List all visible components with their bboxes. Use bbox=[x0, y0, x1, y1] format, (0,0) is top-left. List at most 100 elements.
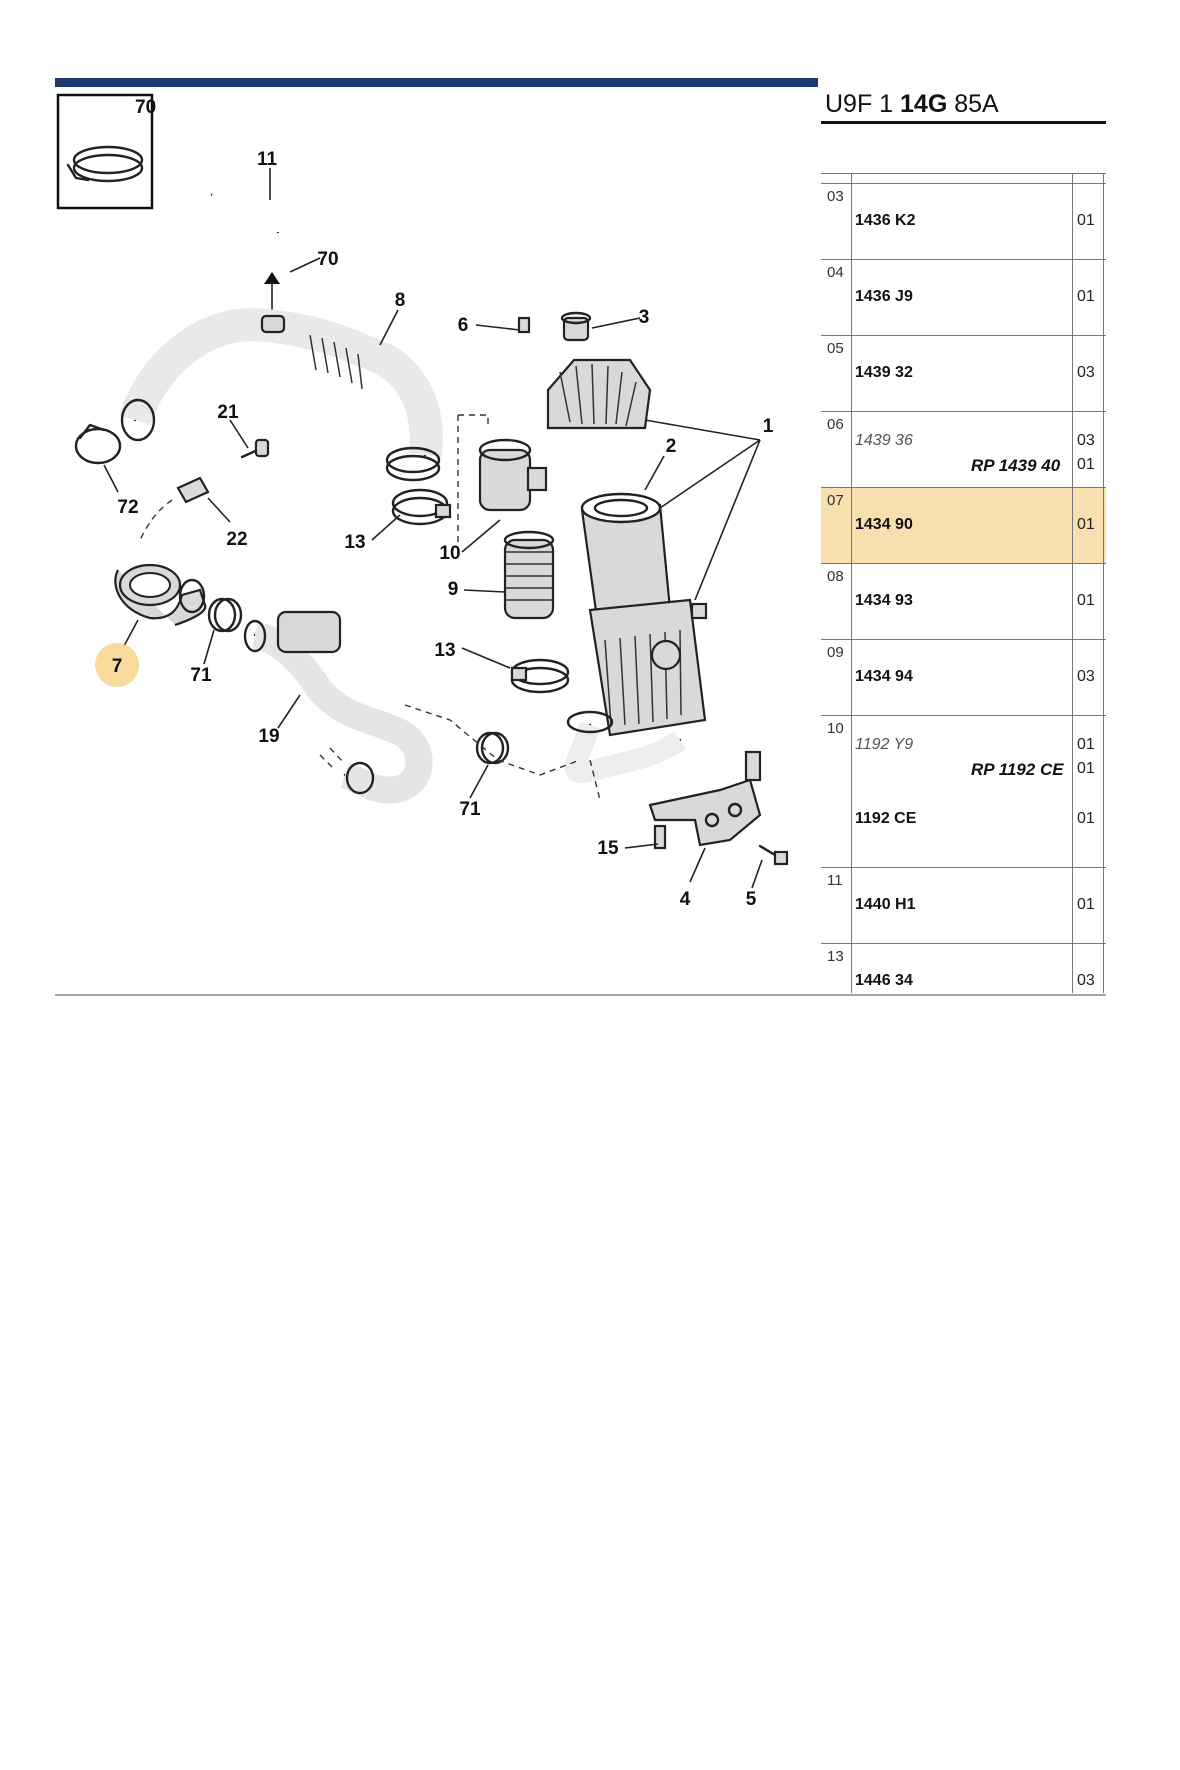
column-divider bbox=[851, 173, 852, 993]
callout-labels: 70 11 70 8 6 3 1 2 21 72 22 13 10 9 7 71… bbox=[112, 97, 774, 910]
arrow-70 bbox=[264, 272, 280, 284]
part-ref: 1436 K2 bbox=[855, 212, 916, 229]
row-index: 13 bbox=[827, 948, 844, 965]
part-13-clamp-lower bbox=[510, 658, 570, 694]
callout-label: 1 bbox=[763, 416, 774, 437]
callout-label: 70 bbox=[317, 249, 338, 270]
quantity: 01 bbox=[1077, 736, 1095, 753]
part-72-clamp bbox=[74, 423, 122, 465]
quantity: 03 bbox=[1077, 432, 1095, 449]
part-71-clamp-lower bbox=[475, 731, 510, 765]
table-row: 11 1440 H1 01 bbox=[821, 867, 1106, 944]
highlight-marker-7 bbox=[95, 643, 139, 687]
replacement-ref: RP 1439 40 bbox=[971, 456, 1061, 475]
row-index: 09 bbox=[827, 644, 844, 661]
quantity: 03 bbox=[1077, 972, 1095, 989]
quantity: 01 bbox=[1077, 516, 1095, 533]
part-ref: 1440 H1 bbox=[855, 896, 916, 913]
quantity: 03 bbox=[1077, 668, 1095, 685]
row-index: 06 bbox=[827, 416, 844, 433]
quantity: 03 bbox=[1077, 364, 1095, 381]
quantity: 01 bbox=[1077, 896, 1095, 913]
part-ref: 1439 36 bbox=[855, 432, 913, 449]
quantity: 01 bbox=[1077, 456, 1095, 473]
callout-label: 9 bbox=[448, 579, 459, 600]
part-10-sensor bbox=[457, 414, 548, 550]
header-rule bbox=[821, 173, 1106, 174]
table-row: 05 1439 32 03 bbox=[821, 335, 1106, 412]
row-index: 10 bbox=[827, 720, 844, 737]
part-9-bellows bbox=[503, 530, 555, 620]
callout-label: 8 bbox=[395, 290, 406, 311]
reference-title: U9F 1 14G 85A bbox=[825, 90, 999, 119]
title-rule bbox=[821, 121, 1106, 124]
part-1-housing-body bbox=[588, 598, 708, 737]
part-ref: 1434 94 bbox=[855, 668, 913, 685]
part-1-housing-lid bbox=[546, 358, 652, 430]
callout-label: 71 bbox=[459, 799, 481, 820]
callout-label: 10 bbox=[439, 543, 460, 564]
column-divider bbox=[1103, 173, 1104, 993]
quantity: 01 bbox=[1077, 592, 1095, 609]
reference-suffix: 85A bbox=[947, 90, 999, 118]
quantity: 01 bbox=[1077, 212, 1095, 229]
table-row: 08 1434 93 01 bbox=[821, 563, 1106, 640]
row-index: 04 bbox=[827, 264, 844, 281]
part-7-elbow bbox=[114, 563, 207, 627]
table-row: 04 1436 J9 01 bbox=[821, 259, 1106, 336]
reference-prefix: U9F 1 bbox=[825, 90, 901, 118]
table-row: 07 1434 90 01 bbox=[821, 487, 1106, 564]
callout-label: 4 bbox=[680, 889, 691, 910]
part-22-fitting bbox=[139, 476, 210, 541]
part-ref: 1446 34 bbox=[855, 972, 913, 989]
part-ref: 1192 CE bbox=[855, 810, 917, 827]
part-8-hose bbox=[119, 308, 443, 482]
part-21-screw bbox=[240, 438, 270, 459]
parts-table: U9F 1 14G 85A 03 1436 K2 01 04 1436 J9 01 05 14… bbox=[821, 78, 1106, 993]
column-divider bbox=[1072, 173, 1073, 993]
leader-lines bbox=[103, 168, 763, 889]
callout-label: 71 bbox=[190, 665, 212, 686]
table-row: 06 1439 36 03 RP 1439 40 01 bbox=[821, 411, 1106, 488]
part-ref: 1439 32 bbox=[855, 364, 913, 381]
quantity: 01 bbox=[1077, 288, 1095, 305]
callout-label: 6 bbox=[458, 315, 469, 336]
row-index: 11 bbox=[827, 872, 843, 889]
callout-label: 5 bbox=[746, 889, 757, 910]
callout-label: 3 bbox=[639, 307, 650, 328]
callout-label: 19 bbox=[258, 726, 279, 747]
callout-label: 13 bbox=[434, 640, 455, 661]
row-index: 05 bbox=[827, 340, 844, 357]
part-ref: 1434 90 bbox=[855, 516, 913, 533]
header-bar bbox=[55, 78, 818, 87]
quantity: 01 bbox=[1077, 810, 1095, 827]
callout-label: 21 bbox=[217, 402, 239, 423]
part-15-bolt bbox=[653, 824, 667, 850]
replacement-ref: RP 1192 CE bbox=[971, 760, 1064, 779]
callout-label: 7 bbox=[112, 656, 123, 677]
part-4-bracket bbox=[648, 750, 762, 847]
table-row: 10 1192 Y9 01 RP 1192 CE 01 1192 CE 01 bbox=[821, 715, 1106, 868]
part-3-cap bbox=[560, 311, 592, 342]
part-19-duct bbox=[243, 610, 433, 804]
callout-label: 2 bbox=[666, 436, 677, 457]
part-5-bolt bbox=[758, 844, 789, 866]
table-row: 13 1446 34 03 bbox=[821, 943, 1106, 994]
callout-label: 22 bbox=[226, 529, 247, 550]
row-index: 07 bbox=[827, 492, 844, 509]
part-6-screw bbox=[517, 316, 531, 334]
callout-label: 70 bbox=[135, 97, 156, 118]
quantity: 01 bbox=[1077, 760, 1095, 777]
part-ref: 1436 J9 bbox=[855, 288, 913, 305]
part-ref: 1434 93 bbox=[855, 592, 913, 609]
part-71-clamp-upper bbox=[207, 597, 243, 633]
part-ref: 1192 Y9 bbox=[855, 736, 914, 753]
table-row: 09 1434 94 03 bbox=[821, 639, 1106, 716]
callout-label: 72 bbox=[117, 497, 138, 518]
row-index: 08 bbox=[827, 568, 844, 585]
inset-box bbox=[56, 93, 154, 210]
callout-label: 15 bbox=[597, 838, 619, 859]
assembly-line-lower bbox=[404, 704, 581, 776]
